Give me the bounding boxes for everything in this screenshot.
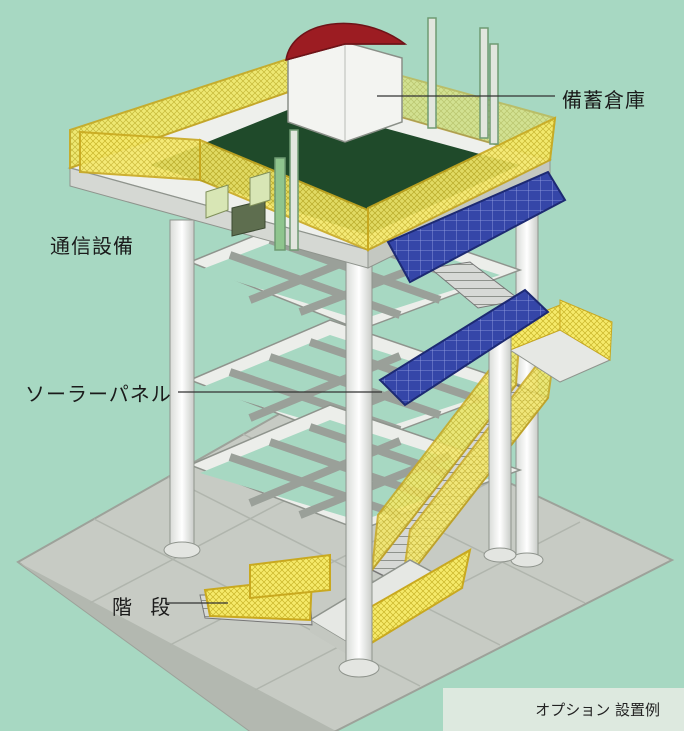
caption-text: オプション 設置例 [535, 701, 660, 719]
communication-label: 通信設備 [50, 234, 134, 258]
storage-label: 備蓄倉庫 [562, 88, 646, 112]
antenna-masts [274, 17, 499, 251]
pillars-front [163, 219, 517, 678]
caption-box: オプション 設置例 [443, 688, 684, 731]
solar-panel-label: ソーラーパネル [25, 382, 172, 406]
stairs-label: 階 段 [112, 595, 177, 619]
communication-equipment [205, 171, 271, 237]
storage-shed [285, 22, 408, 143]
solar-panel-lower [378, 288, 550, 407]
leader-lines [165, 95, 555, 604]
solar-panel-upper [386, 170, 567, 284]
